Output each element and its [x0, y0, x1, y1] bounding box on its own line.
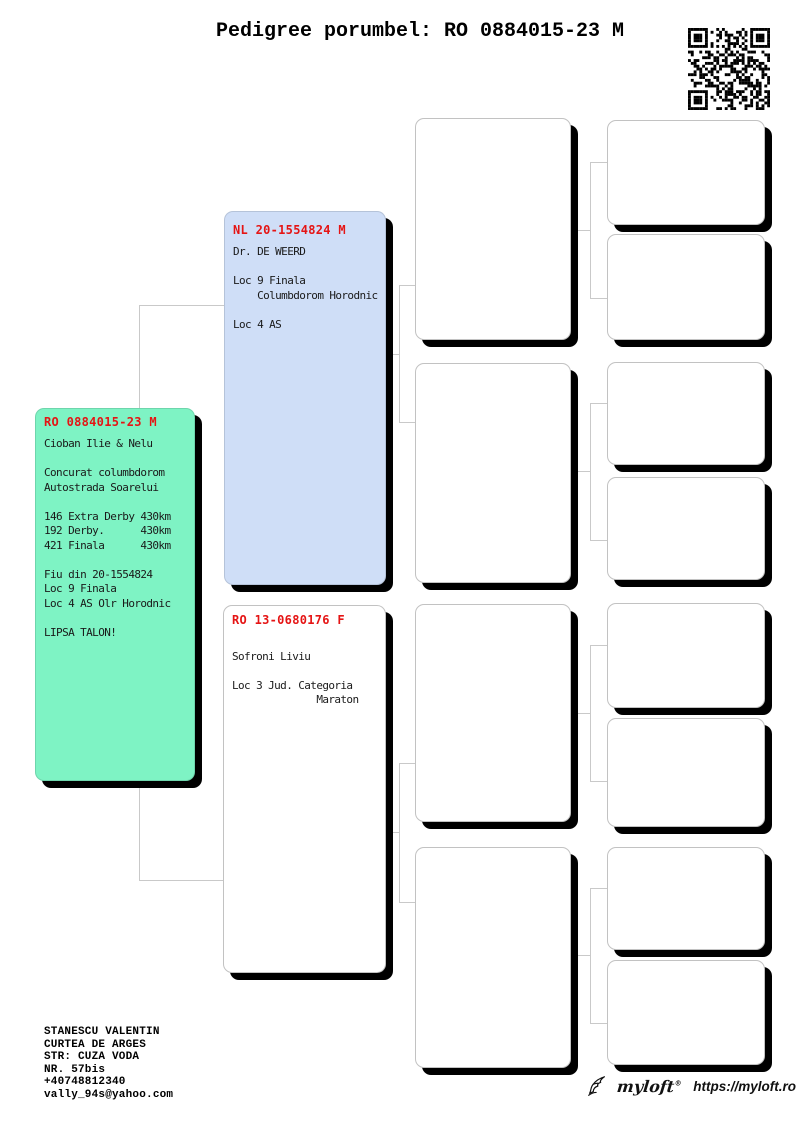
connector-line: [590, 162, 608, 163]
connector-line: [399, 285, 416, 286]
connector-line: [590, 888, 608, 889]
subject-details: Cioban Ilie & Nelu Concurat columbdorom …: [44, 437, 171, 639]
qr-code: [688, 28, 770, 110]
connector-line: [590, 888, 591, 1024]
connector-line: [590, 403, 591, 541]
connector-line: [571, 713, 591, 714]
connector-line: [590, 403, 608, 404]
dam-ring-number: RO 13-0680176 F: [232, 613, 345, 627]
sire-details: Dr. DE WEERD Loc 9 Finala Columbdorom Ho…: [233, 245, 378, 331]
great-grandparent-box-8: [607, 960, 765, 1065]
connector-line: [399, 285, 400, 423]
page-title: Pedigree porumbel: RO 0884015-23 M: [215, 20, 625, 43]
owner-address-block: STANESCU VALENTIN CURTEA DE ARGES STR: C…: [44, 1026, 174, 1101]
connector-line: [399, 422, 416, 423]
great-grandparent-box-1: [607, 120, 765, 225]
grandparent-box-3: [415, 604, 571, 822]
connector-line: [571, 955, 591, 956]
bird-logo-icon: [588, 1076, 605, 1096]
grandparent-box-1: [415, 118, 571, 340]
connector-line: [590, 298, 608, 299]
grandparent-box-2: [415, 363, 571, 583]
brand-name: myloft®: [616, 1077, 682, 1096]
great-grandparent-box-2: [607, 234, 765, 340]
connector-line: [571, 230, 591, 231]
connector-line: [399, 902, 416, 903]
connector-line: [399, 763, 416, 764]
connector-line: [386, 832, 400, 833]
dam-details: Sofroni Liviu Loc 3 Jud. Categoria Marat…: [232, 649, 359, 707]
website-link[interactable]: https://myloft.ro: [693, 1078, 796, 1094]
connector-line: [399, 763, 400, 903]
connector-line: [590, 645, 608, 646]
great-grandparent-box-7: [607, 847, 765, 950]
great-grandparent-box-6: [607, 718, 765, 827]
registered-mark: ®: [674, 1078, 683, 1088]
connector-line: [590, 645, 591, 782]
connector-line: [590, 162, 591, 299]
footer-brand: myloft® https://myloft.ro: [585, 1074, 796, 1098]
sire-ring-number: NL 20-1554824 M: [233, 223, 346, 237]
connector-line: [590, 1023, 608, 1024]
connector-line: [139, 305, 225, 306]
subject-box: RO 0884015-23 M Cioban Ilie & Nelu Concu…: [35, 408, 195, 781]
grandparent-box-4: [415, 847, 571, 1068]
great-grandparent-box-5: [607, 603, 765, 708]
great-grandparent-box-3: [607, 362, 765, 465]
connector-line: [386, 354, 400, 355]
connector-line: [571, 471, 591, 472]
connector-line: [590, 540, 608, 541]
great-grandparent-box-4: [607, 477, 765, 580]
subject-ring-number: RO 0884015-23 M: [44, 415, 157, 429]
dam-box: RO 13-0680176 F Sofroni Liviu Loc 3 Jud.…: [223, 605, 386, 973]
connector-line: [590, 781, 608, 782]
brand-text: myloft: [616, 1076, 676, 1096]
sire-box: NL 20-1554824 M Dr. DE WEERD Loc 9 Final…: [224, 211, 386, 585]
connector-line: [139, 880, 224, 881]
